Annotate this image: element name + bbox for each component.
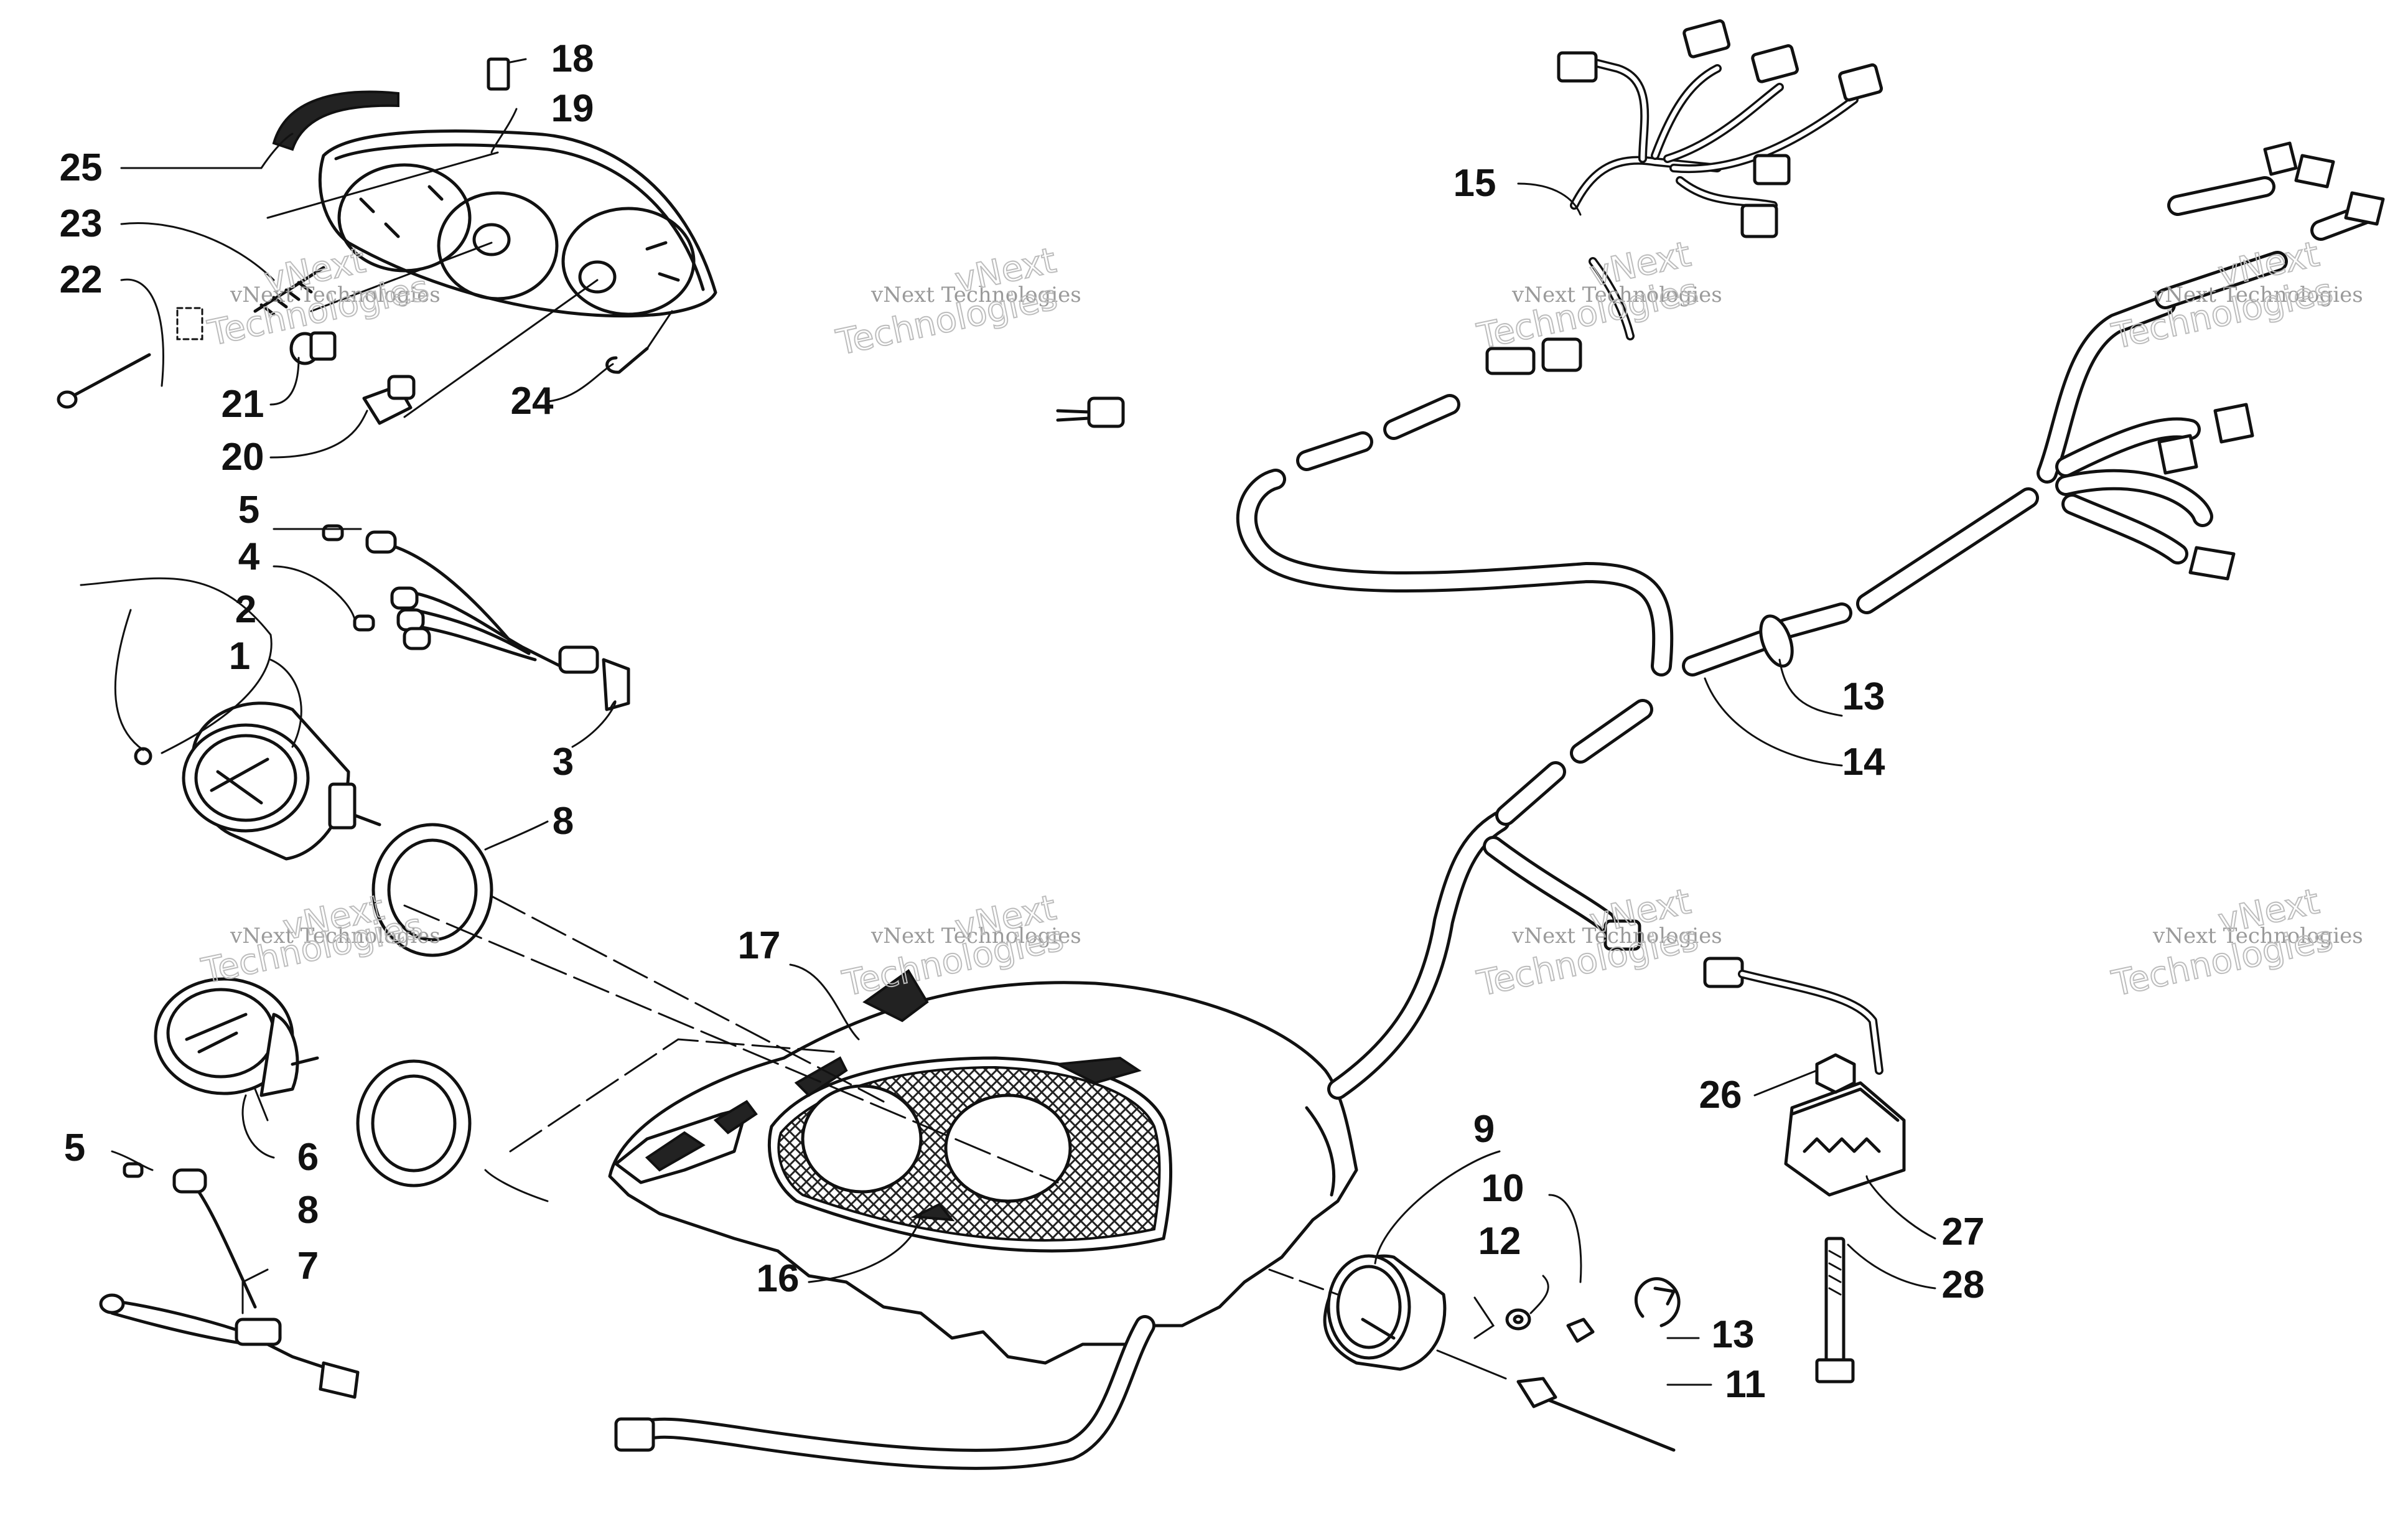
callout-label: 7 xyxy=(297,1245,319,1288)
callout-label: 8 xyxy=(553,800,574,843)
gauge-harness xyxy=(322,524,630,711)
small-gauge xyxy=(1323,1254,1447,1371)
callout-label: 5 xyxy=(64,1126,85,1169)
callout-label: 21 xyxy=(222,383,264,426)
callout-label: 15 xyxy=(1454,162,1496,205)
wire-clip xyxy=(605,347,649,374)
callout-label: 6 xyxy=(297,1136,319,1179)
watermarks: vNext Technologies vNext Technologies vN… xyxy=(197,233,2363,1005)
callout-label: 19 xyxy=(551,87,594,130)
watermark-text: vNext Technologies xyxy=(2152,283,2363,307)
gauge-bezel xyxy=(356,1059,472,1187)
callout-label: 12 xyxy=(1478,1220,1521,1263)
clip xyxy=(487,57,510,91)
watermark-text: vNext Technologies xyxy=(870,283,1081,307)
callout-label: 13 xyxy=(1842,675,1885,718)
callout-label: 5 xyxy=(238,489,259,531)
trim-strip xyxy=(272,90,399,151)
voltage-regulator xyxy=(1784,1053,1906,1197)
adjuster-screw xyxy=(57,266,325,409)
speedometer-gauge xyxy=(154,977,319,1097)
callout-label: 24 xyxy=(511,380,554,423)
watermark-text: vNext Technologies xyxy=(1511,924,1722,948)
callout-label: 20 xyxy=(222,436,264,479)
part-labels: 1 2 3 4 5 5 6 7 8 8 9 10 11 12 13 13 14 … xyxy=(60,37,1985,1406)
callout-label: 13 xyxy=(1712,1313,1755,1356)
callout-label: 2 xyxy=(235,588,256,631)
callout-label: 14 xyxy=(1842,741,1885,784)
callout-label: 1 xyxy=(229,635,250,678)
watermark-text: vNext Technologies xyxy=(1511,283,1722,307)
speedo-cable xyxy=(1516,1377,1676,1452)
callout-label: 23 xyxy=(60,202,103,245)
callout-label: 17 xyxy=(738,924,781,967)
watermark-text: vNext Technologies xyxy=(230,283,441,307)
callout-label: 8 xyxy=(297,1189,319,1232)
sub-harness xyxy=(1557,19,1883,340)
instrument-console xyxy=(608,969,1358,1365)
callout-label: 4 xyxy=(238,535,260,578)
bracket-line xyxy=(1473,1296,1495,1339)
callout-label: 3 xyxy=(553,741,574,784)
speedometer-harness xyxy=(99,1162,360,1399)
main-wiring-harness xyxy=(630,176,2381,1470)
bulb-socket xyxy=(362,375,416,425)
callout-label: 10 xyxy=(1482,1167,1524,1210)
callout-label: 18 xyxy=(551,37,594,80)
callout-label: 9 xyxy=(1473,1108,1495,1151)
nut xyxy=(1566,1318,1595,1343)
headlight-bulb xyxy=(289,331,337,365)
callout-label: 25 xyxy=(60,146,103,189)
harness-connectors xyxy=(614,141,2385,1452)
watermark-text: vNext Technologies xyxy=(2152,924,2363,948)
headlight-assembly xyxy=(266,129,717,418)
tachometer-gauge xyxy=(134,701,381,861)
watermark-text: vNext Technologies xyxy=(230,924,441,948)
callout-label: 27 xyxy=(1942,1210,1985,1253)
hose-clamp xyxy=(1634,1277,1681,1327)
callout-leaders xyxy=(80,58,1936,1386)
watermark-text: vNext Technologies xyxy=(870,924,1081,948)
mounting-bolt xyxy=(1815,1237,1855,1384)
gauge-bezel xyxy=(371,823,493,957)
callout-label: 22 xyxy=(60,258,103,301)
washer xyxy=(1505,1308,1531,1331)
callout-label: 26 xyxy=(1699,1074,1742,1117)
callout-label: 28 xyxy=(1942,1263,1985,1306)
callout-label: 11 xyxy=(1725,1363,1766,1406)
callout-label: 16 xyxy=(757,1257,800,1300)
